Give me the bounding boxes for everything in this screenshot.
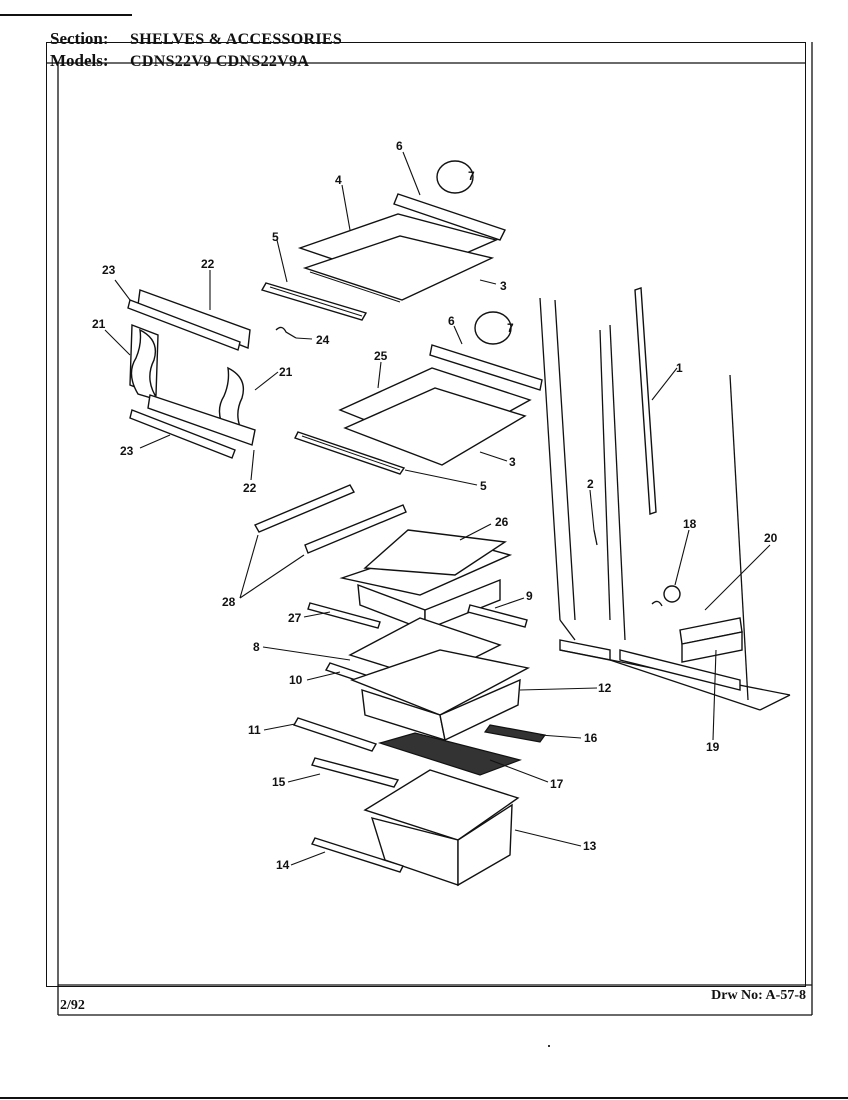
callout-13: 13 bbox=[583, 839, 597, 853]
callout-3b: 3 bbox=[509, 455, 516, 469]
callout-17: 17 bbox=[550, 777, 564, 791]
models-header: Models: CDNS22V9 CDNS22V9A bbox=[50, 52, 309, 71]
drawer-strip-11 bbox=[292, 717, 378, 752]
section-header: Section: SHELVES & ACCESSORIES bbox=[50, 30, 342, 49]
crisper-slide-16 bbox=[483, 724, 547, 743]
lower-meat-drawer bbox=[363, 769, 520, 887]
drawer-strip-27 bbox=[307, 602, 381, 629]
clip-detail-circle-a bbox=[436, 160, 474, 194]
callout-12: 12 bbox=[598, 681, 612, 695]
callout-16: 16 bbox=[584, 731, 598, 745]
callout-23b: 23 bbox=[120, 444, 134, 458]
callout-5b: 5 bbox=[480, 479, 487, 493]
section-label: Section: bbox=[50, 29, 109, 48]
callout-1: 1 bbox=[676, 361, 683, 375]
leader-lines bbox=[104, 151, 771, 866]
middle-crisper-drawer bbox=[349, 649, 531, 742]
callout-6a: 6 bbox=[396, 139, 403, 153]
top-glass-shelf bbox=[260, 193, 506, 321]
callout-25: 25 bbox=[374, 349, 388, 363]
section-value: SHELVES & ACCESSORIES bbox=[130, 31, 343, 48]
callout-3a: 3 bbox=[500, 279, 507, 293]
callout-7b: 7 bbox=[507, 321, 514, 335]
footer-date: 2/92 bbox=[60, 998, 85, 1013]
callout-23a: 23 bbox=[102, 263, 116, 277]
cabinet-liner bbox=[539, 297, 791, 711]
callout-19: 19 bbox=[706, 740, 720, 754]
scan-speck bbox=[548, 1045, 550, 1047]
drawing-frame bbox=[46, 42, 806, 987]
top-rule bbox=[0, 14, 132, 16]
callout-21b: 21 bbox=[279, 365, 293, 379]
callout-8: 8 bbox=[253, 640, 260, 654]
upper-crisper-drawer bbox=[339, 529, 513, 632]
shelf-clip-part bbox=[275, 326, 297, 339]
drawer-strip-15 bbox=[311, 757, 400, 788]
crisper-frame-17 bbox=[377, 732, 522, 776]
drawer-strip-9 bbox=[467, 604, 528, 628]
callout-18: 18 bbox=[683, 517, 697, 531]
callout-24: 24 bbox=[316, 333, 330, 347]
callout-22a: 22 bbox=[201, 257, 215, 271]
callout-2: 2 bbox=[587, 477, 594, 491]
bottom-rule bbox=[0, 1097, 848, 1099]
callout-7a: 7 bbox=[468, 169, 475, 183]
door-shelf-bracket bbox=[127, 289, 256, 459]
callout-27: 27 bbox=[288, 611, 302, 625]
callout-26: 26 bbox=[495, 515, 509, 529]
shelf-support-rail bbox=[634, 287, 657, 515]
callout-6b: 6 bbox=[448, 314, 455, 328]
models-value: CDNS22V9 CDNS22V9A bbox=[130, 53, 310, 70]
callout-14: 14 bbox=[276, 858, 290, 872]
callout-28: 28 bbox=[222, 595, 236, 609]
drawing-number: Drw No: A-57-8 bbox=[711, 988, 806, 1003]
screw-part bbox=[593, 529, 598, 546]
callout-15: 15 bbox=[272, 775, 286, 789]
callout-21a: 21 bbox=[92, 317, 106, 331]
callout-4: 4 bbox=[335, 173, 342, 187]
callout-10: 10 bbox=[289, 673, 303, 687]
clip-detail-circle-b bbox=[474, 311, 512, 345]
callout-5a: 5 bbox=[272, 230, 279, 244]
control-assembly bbox=[651, 585, 743, 663]
callout-20: 20 bbox=[764, 531, 778, 545]
drawer-strip-14 bbox=[311, 837, 404, 873]
callout-9: 9 bbox=[526, 589, 533, 603]
drawer-slide-rails bbox=[254, 484, 407, 554]
callout-11: 11 bbox=[248, 723, 261, 737]
models-label: Models: bbox=[50, 51, 109, 70]
middle-glass-shelf bbox=[294, 344, 543, 475]
callout-22b: 22 bbox=[243, 481, 257, 495]
